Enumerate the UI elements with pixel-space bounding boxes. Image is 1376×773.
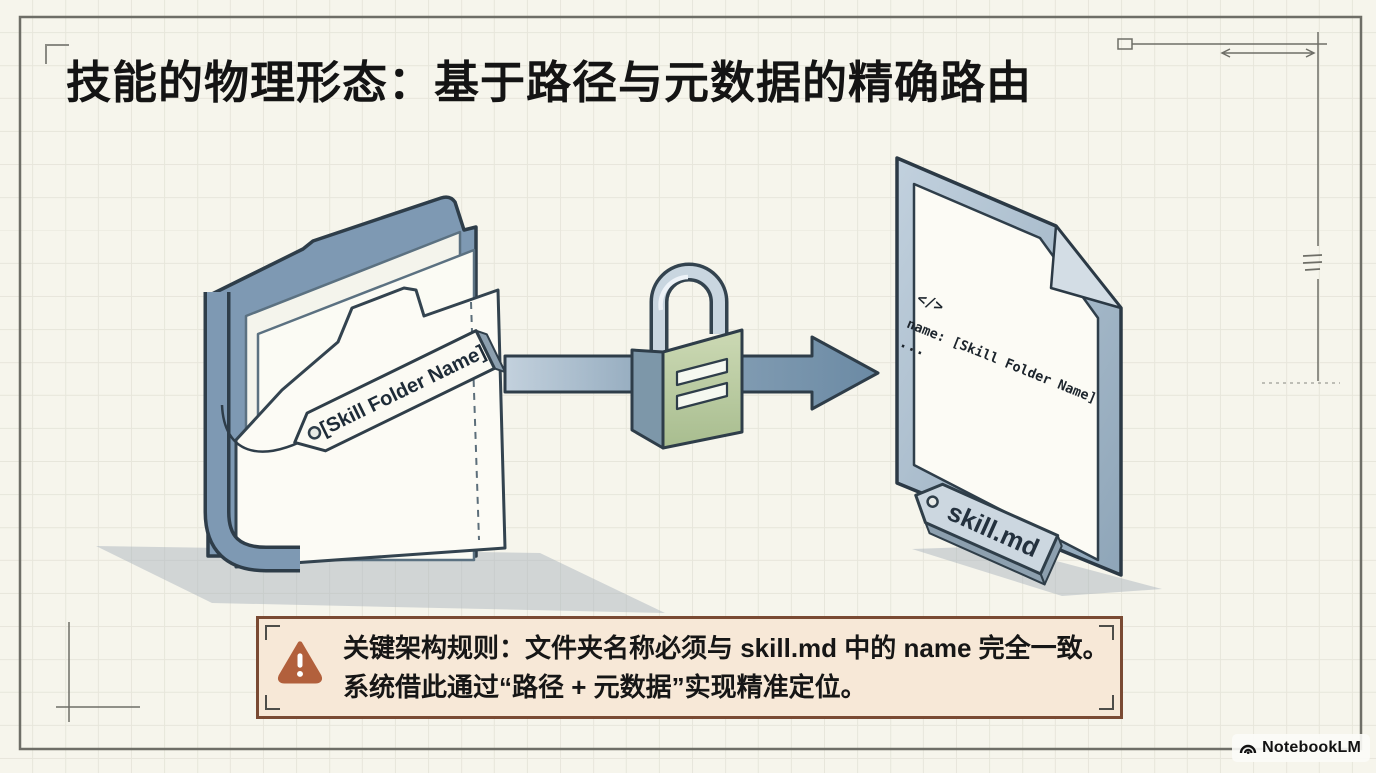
- skill-folder-icon: [Skill Folder Name]: [203, 195, 507, 573]
- dimension-arrow-icon: [1220, 48, 1316, 58]
- watermark-label: NotebookLM: [1262, 739, 1361, 756]
- page-fold-icon: [1049, 224, 1123, 310]
- corner-bracket-icon: [265, 625, 280, 640]
- notebooklm-logo-icon: [1239, 744, 1257, 754]
- lock-icon: [630, 262, 744, 450]
- equals-bars-icon: [675, 357, 729, 411]
- break-mark-icon: [1302, 254, 1323, 271]
- corner-mark-icon: [45, 44, 69, 64]
- warning-line-2: 系统借此通过“路径 + 元数据”实现精准定位。: [343, 672, 867, 702]
- skill-md-document-icon: </> name: [Skill Folder Name] ... skill.…: [895, 156, 1123, 586]
- corner-bracket-icon: [265, 695, 280, 710]
- warning-callout: 关键架构规则：文件夹名称必须与 skill.md 中的 name 完全一致。 系…: [256, 616, 1123, 719]
- page-title: 技能的物理形态：基于路径与元数据的精确路由: [66, 57, 1033, 108]
- corner-bracket-icon: [1099, 695, 1114, 710]
- frame-border: [18, 15, 1363, 751]
- warning-line-1: 关键架构规则：文件夹名称必须与 skill.md 中的 name 完全一致。: [343, 633, 1109, 663]
- notebooklm-watermark: NotebookLM: [1232, 734, 1370, 762]
- dimension-box-icon: [1117, 38, 1133, 50]
- warning-triangle-icon: [276, 638, 324, 689]
- tag-hole-icon: [926, 495, 939, 508]
- warning-text: 关键架构规则：文件夹名称必须与 skill.md 中的 name 完全一致。 系…: [343, 629, 1113, 707]
- corner-bracket-icon: [1099, 625, 1114, 640]
- blueprint-frame: [18, 15, 1363, 751]
- crosshair-mark-icon: [56, 622, 140, 722]
- tag-hole-icon: [307, 426, 322, 440]
